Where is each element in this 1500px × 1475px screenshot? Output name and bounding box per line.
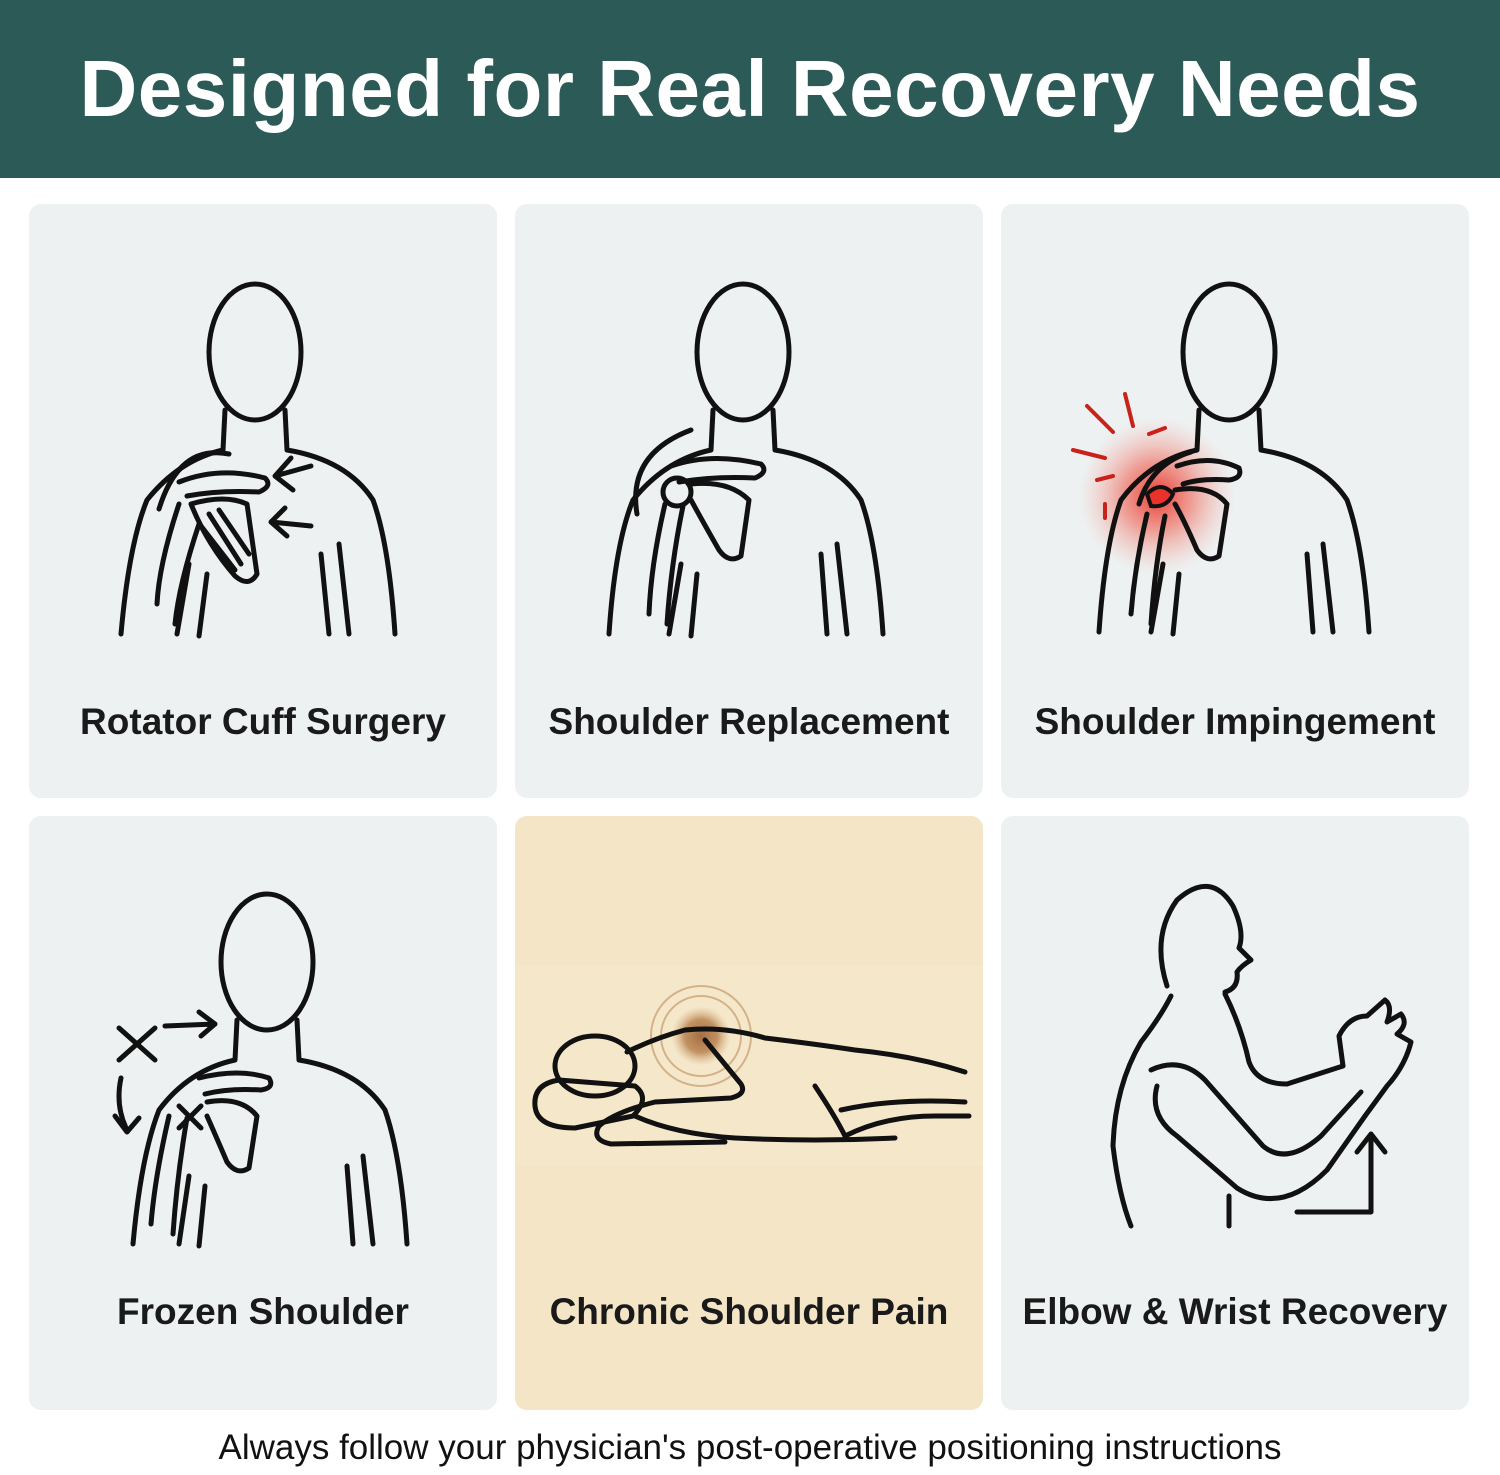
card-label: Chronic Shoulder Pain xyxy=(549,1291,949,1332)
side-sleeper-figure-icon xyxy=(515,966,983,1166)
page-title: Designed for Real Recovery Needs xyxy=(79,44,1421,133)
shoulder-impingement-figure-icon xyxy=(1071,281,1372,637)
frozen-shoulder-figure-icon xyxy=(112,891,410,1249)
card-label: Shoulder Replacement xyxy=(548,701,950,742)
card-shoulder-replacement: Shoulder Replacement xyxy=(515,204,983,798)
card-label: Frozen Shoulder xyxy=(117,1291,409,1332)
card-label: Elbow & Wrist Recovery xyxy=(1022,1291,1448,1332)
card-rotator-cuff-surgery: Rotator Cuff Surgery xyxy=(29,204,497,798)
card-label: Shoulder Impingement xyxy=(1034,701,1436,742)
footer-disclaimer: Always follow your physician's post-oper… xyxy=(218,1428,1282,1467)
shoulder-replacement-figure-icon xyxy=(606,281,886,639)
card-chronic-shoulder-pain: Chronic Shoulder Pain xyxy=(515,816,983,1410)
rotator-cuff-figure-icon xyxy=(118,281,398,639)
card-shoulder-impingement: Shoulder Impingement xyxy=(1001,204,1469,798)
card-frozen-shoulder: Frozen Shoulder xyxy=(29,816,497,1410)
elbow-wrist-figure-icon xyxy=(1110,883,1414,1229)
card-elbow-wrist-recovery: Elbow & Wrist Recovery xyxy=(1001,816,1469,1410)
card-label: Rotator Cuff Surgery xyxy=(80,701,446,742)
page-header: Designed for Real Recovery Needs xyxy=(0,0,1500,178)
